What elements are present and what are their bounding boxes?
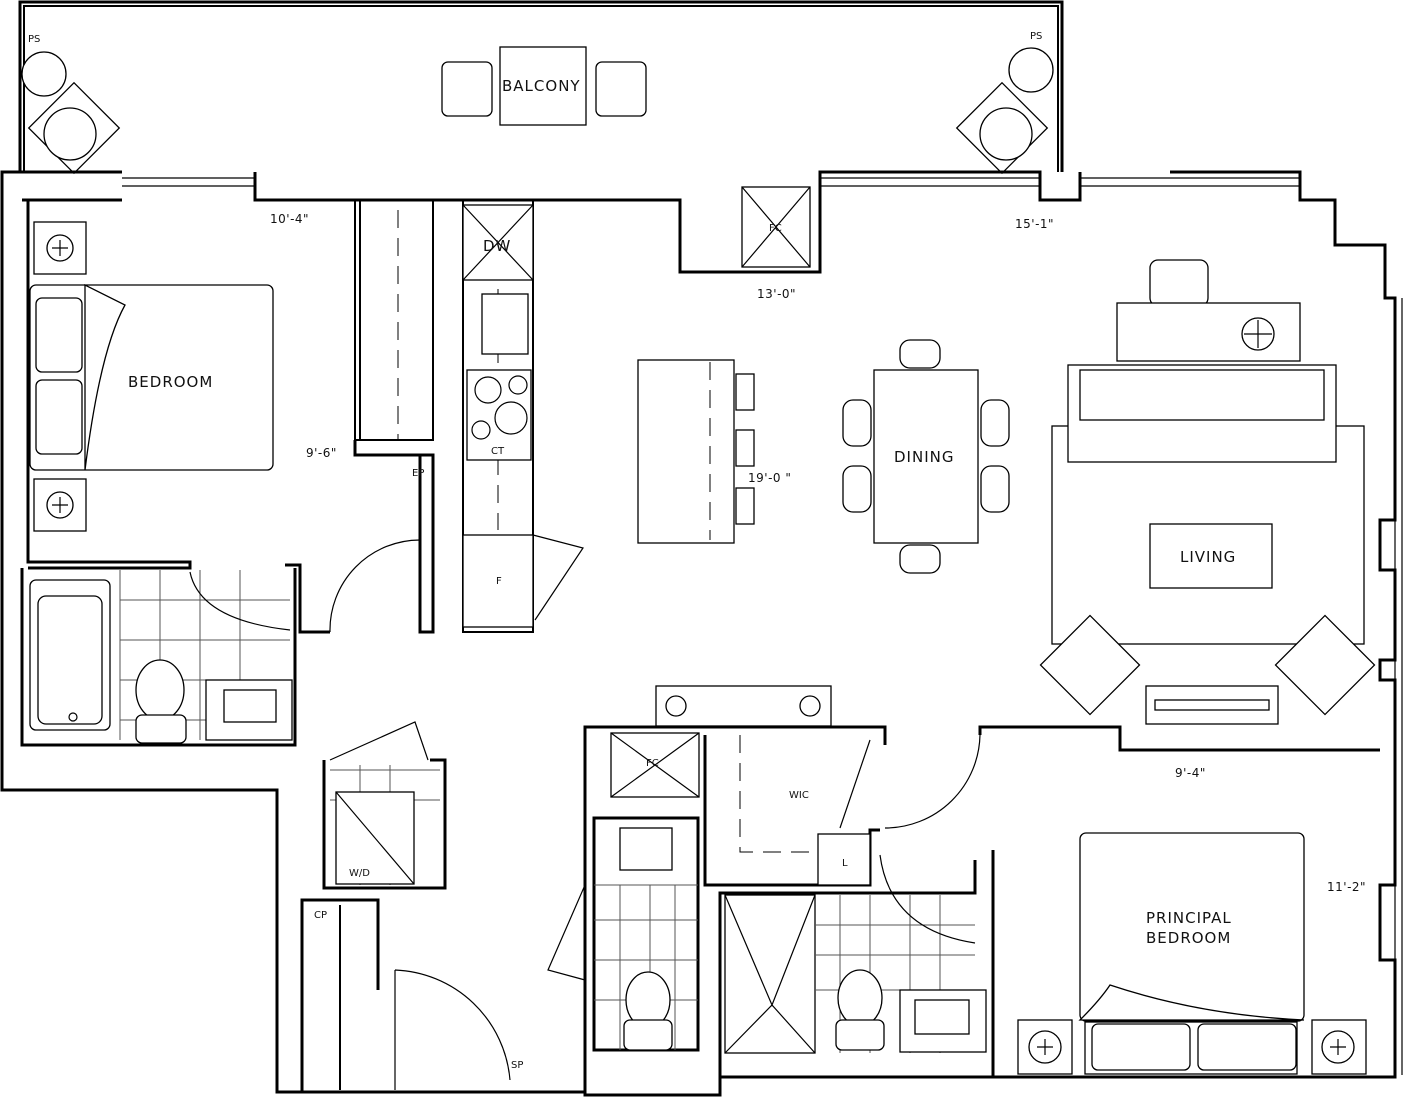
dw-label: DW xyxy=(483,237,511,255)
balcony-chair-right xyxy=(955,81,1049,175)
dining-area: DINING xyxy=(842,339,1010,574)
ps-label: PS xyxy=(1030,31,1042,42)
dimension-dining: 19'-0 " xyxy=(748,471,791,485)
kitchen: DW CT F FC 13'-0" 19'-0 " xyxy=(462,186,811,633)
bedroom: BEDROOM 10'-4" 9'-6" EP xyxy=(26,200,435,634)
ensuite-and-wic: FC WIC L xyxy=(547,725,995,1092)
wic-label: WIC xyxy=(789,790,809,801)
shower xyxy=(724,894,816,1054)
bathroom xyxy=(20,539,421,747)
room-label-bedroom: BEDROOM xyxy=(128,373,213,391)
room-label-principal-bedroom: PRINCIPAL xyxy=(1146,909,1232,927)
dimension-kitchen: 13'-0" xyxy=(757,287,796,301)
dimension-principal-width: 9'-4" xyxy=(1175,766,1206,780)
l-label: L xyxy=(842,858,848,869)
dining-table xyxy=(873,369,979,544)
dimension-principal-depth: 11'-2" xyxy=(1327,880,1366,894)
cp-label: CP xyxy=(314,910,327,921)
balcony: PS PS BALCONY xyxy=(18,0,1064,175)
island xyxy=(637,359,735,544)
dimension-bedroom-width: 10'-4" xyxy=(270,212,309,226)
armchair xyxy=(1274,614,1376,716)
ep-label: EP xyxy=(412,468,424,479)
room-label-living: LIVING xyxy=(1180,548,1236,566)
fc-bath-label: FC xyxy=(646,758,659,769)
sp-label: SP xyxy=(511,1060,523,1071)
room-label-dining: DINING xyxy=(894,448,954,466)
balcony-chair xyxy=(441,61,493,117)
wd-label: W/D xyxy=(349,868,370,879)
balcony-chair xyxy=(595,61,647,117)
ct-label: CT xyxy=(491,446,505,457)
room-label-principal-bedroom-line2: BEDROOM xyxy=(1146,929,1231,947)
sink xyxy=(481,293,529,355)
f-label: F xyxy=(496,576,502,587)
bed xyxy=(1079,832,1305,1022)
room-label-balcony: BALCONY xyxy=(502,77,581,95)
principal-bedroom: PRINCIPAL BEDROOM 9'-4" 11'-2" xyxy=(978,725,1380,1075)
dimension-bedroom-depth: 9'-6" xyxy=(306,446,337,460)
fridge xyxy=(462,534,534,628)
living-area: LIVING 15'-1" xyxy=(1015,217,1376,725)
balcony-table xyxy=(499,46,587,126)
toilet xyxy=(135,659,185,721)
ps-label: PS xyxy=(28,34,40,45)
dimension-living-width: 15'-1" xyxy=(1015,217,1054,231)
cooktop xyxy=(466,369,532,461)
armchair xyxy=(1039,614,1141,716)
fc-label: FC xyxy=(769,223,782,234)
balcony-chair-left xyxy=(27,81,121,175)
